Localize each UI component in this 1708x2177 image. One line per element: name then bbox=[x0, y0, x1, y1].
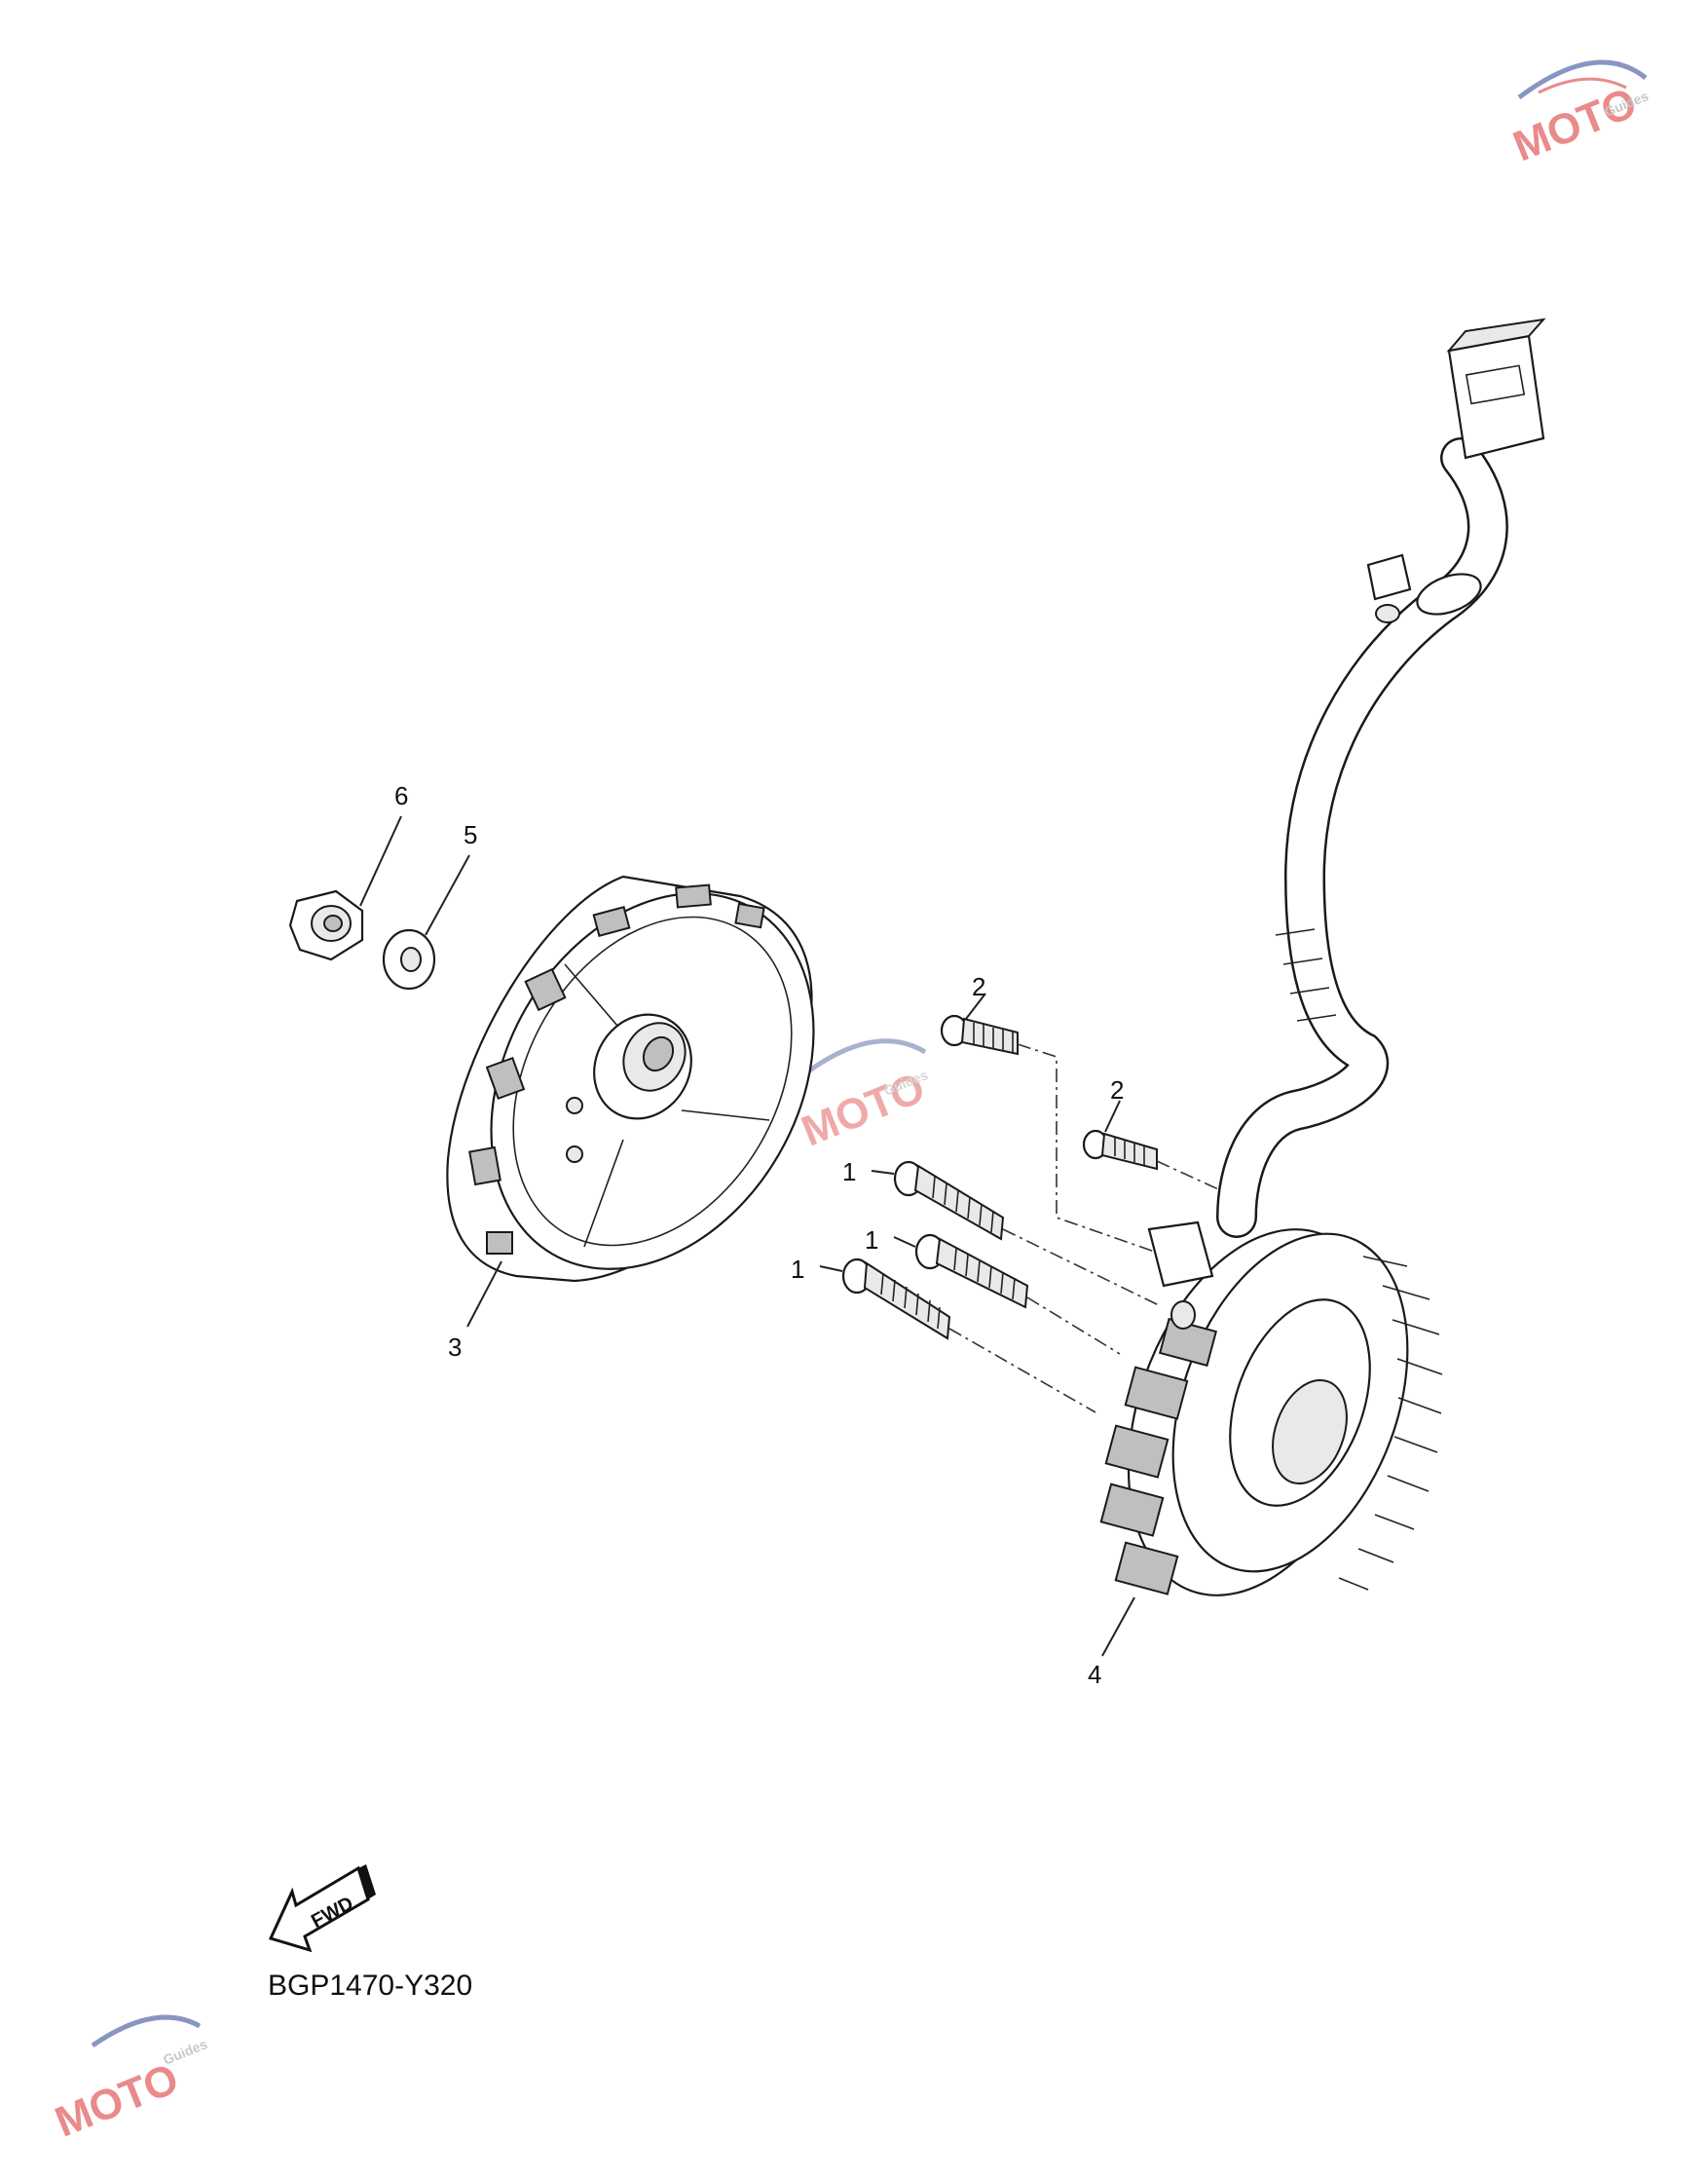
watermark-logo-bottom: MOTO Guides bbox=[49, 2014, 209, 2147]
washer-icon bbox=[382, 928, 436, 991]
callout-1a: 1 bbox=[842, 1157, 856, 1186]
callout-6: 6 bbox=[394, 781, 408, 810]
callout-3: 3 bbox=[448, 1332, 462, 1362]
diagram-code: BGP1470-Y320 bbox=[268, 1970, 472, 2002]
callout-2b: 2 bbox=[1110, 1075, 1124, 1105]
main-connector-icon bbox=[1446, 318, 1546, 460]
small-connector-icon bbox=[1366, 553, 1412, 623]
fwd-arrow-icon: FWD bbox=[268, 1864, 376, 1953]
callout-5: 5 bbox=[464, 820, 477, 849]
watermark-logo-middle: MOTO Guides bbox=[796, 1038, 932, 1156]
rotor-flywheel-icon bbox=[446, 875, 815, 1283]
callout-1b: 1 bbox=[865, 1225, 878, 1255]
stator-bolt-icon bbox=[914, 1233, 1029, 1309]
pickup-sensor-icon bbox=[1147, 1220, 1214, 1330]
pickup-bolt-icon bbox=[940, 1014, 1019, 1056]
callout-1c: 1 bbox=[791, 1255, 804, 1284]
pickup-bolt-icon bbox=[1082, 1129, 1158, 1171]
nut-icon bbox=[288, 889, 364, 961]
stator-assembly-icon bbox=[1099, 318, 1546, 1596]
watermark-logo-top: MOTO Guides bbox=[1506, 59, 1651, 170]
stator-bolt-icon bbox=[841, 1257, 951, 1340]
watermark-sub-bottom: Guides bbox=[161, 2036, 209, 2068]
callout-4: 4 bbox=[1088, 1660, 1101, 1689]
stator-bolt-icon bbox=[893, 1160, 1005, 1241]
callout-2a: 2 bbox=[972, 972, 985, 1001]
watermark-text-bottom: MOTO bbox=[49, 2054, 185, 2147]
